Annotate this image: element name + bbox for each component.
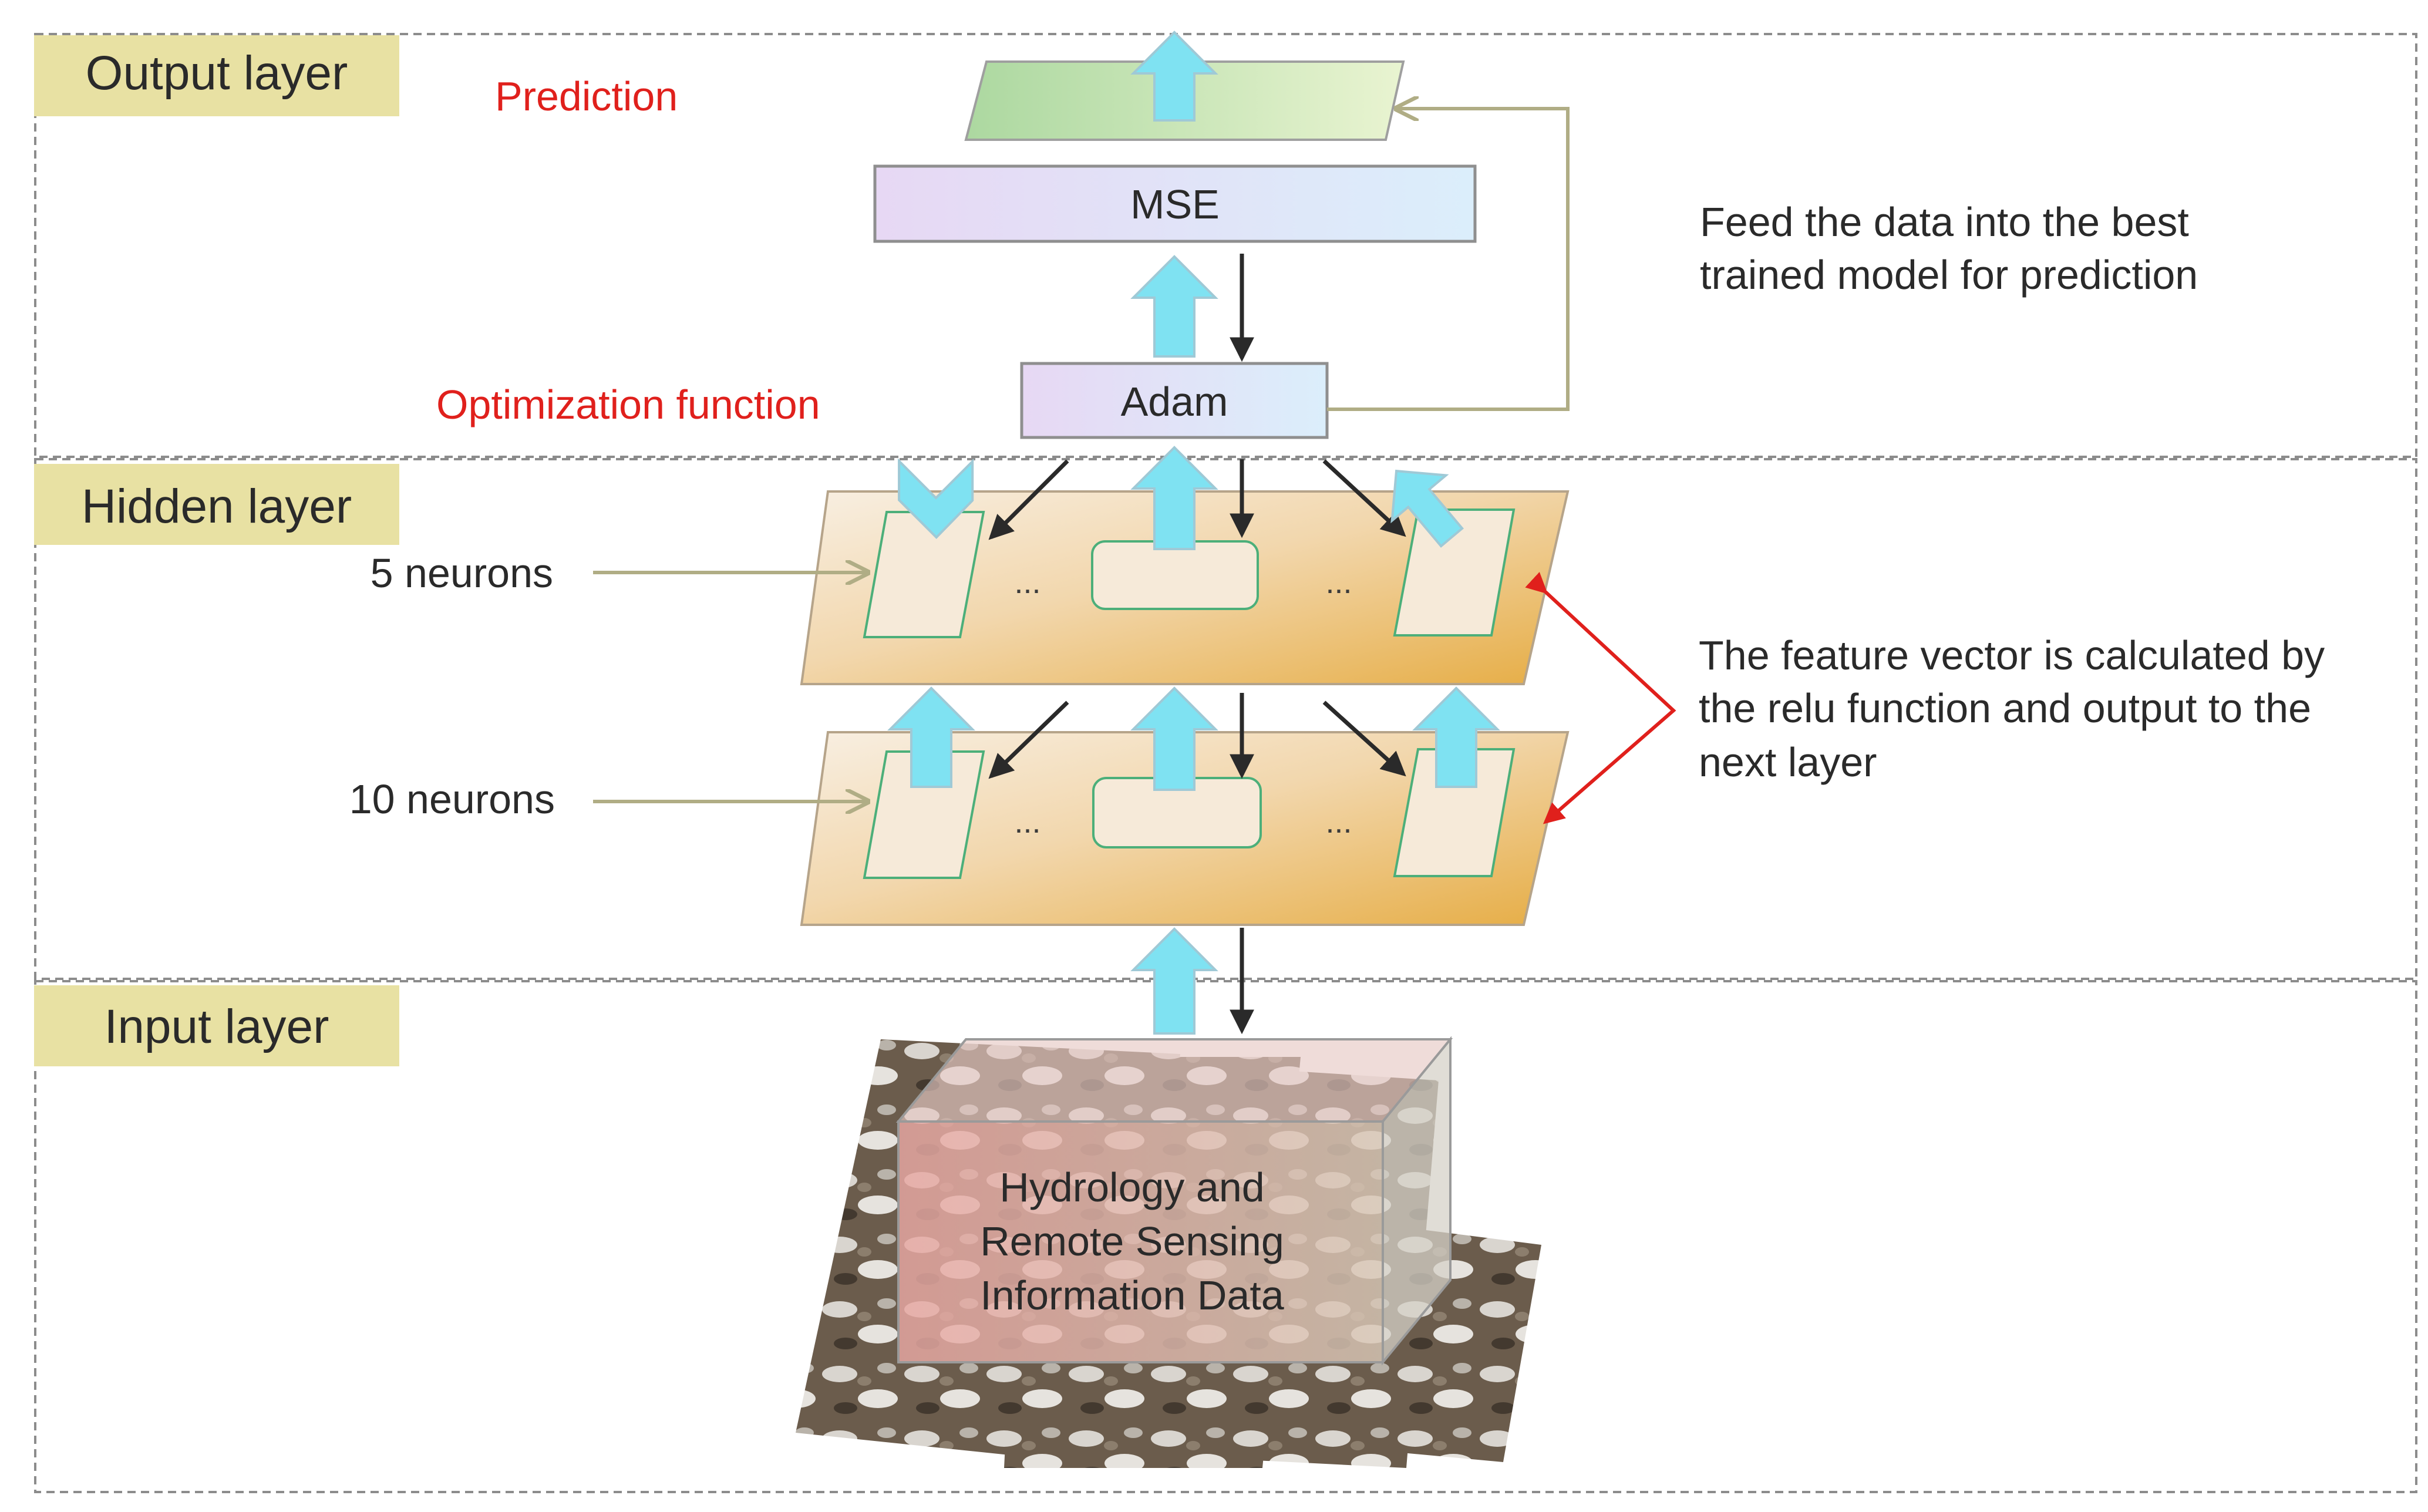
flow-arrow-center-lower (1130, 686, 1218, 791)
feature-note-line-3: next layer (1699, 739, 1877, 785)
svg-text:Hidden layer: Hidden layer (82, 480, 352, 533)
hidden-plane-lower: ... ... (800, 731, 1570, 926)
svg-text:Output layer: Output layer (86, 46, 348, 100)
neuron-lower-right (1393, 748, 1516, 877)
flow-arrow-right-lower (1412, 686, 1500, 788)
flow-arrow-right-upper (1390, 469, 1464, 548)
flow-arrow-output (1130, 31, 1218, 122)
feed-note-line-1: Feed the data into the best (1700, 199, 2189, 245)
adam-node: Adam (1020, 362, 1329, 439)
forward-flow-arrows (887, 31, 1500, 1035)
data-label-line-2: Remote Sensing (980, 1218, 1284, 1264)
upper-neuron-count: 5 neurons (371, 550, 553, 596)
output-layer-frame (34, 33, 2417, 458)
flow-arrow-left-lower (887, 686, 975, 788)
neuron-upper-center (1091, 540, 1259, 610)
output-layer-label: Output layer (34, 35, 399, 116)
flow-arrow-input (1130, 927, 1218, 1035)
backprop-arrows (988, 254, 1406, 1035)
ellipsis-lower-left: ... (1014, 804, 1040, 840)
lower-neuron-count: 10 neurons (349, 776, 555, 822)
svg-text:Input layer: Input layer (105, 1000, 329, 1053)
feature-note-line-2: the relu function and output to the (1699, 685, 2311, 731)
input-layer-frame (34, 980, 2417, 1493)
flow-arrow-center-upper (1130, 446, 1218, 550)
feature-note-line-1: The feature vector is calculated by (1699, 632, 2325, 678)
prediction-label: Prediction (495, 73, 678, 119)
neuron-upper-right (1393, 509, 1516, 637)
feed-note-line-2: trained model for prediction (1700, 252, 2198, 298)
optimization-function-label: Optimization function (436, 382, 820, 427)
svg-text:MSE: MSE (1130, 181, 1220, 227)
hidden-layer-frame (34, 458, 2417, 980)
flow-arrow-adam-mse (1130, 255, 1218, 358)
mse-node: MSE (873, 164, 1477, 243)
data-label-line-1: Hydrology and (999, 1164, 1264, 1210)
input-layer-label: Input layer (34, 985, 399, 1066)
ellipsis-upper-left: ... (1014, 565, 1040, 600)
hidden-layer-label: Hidden layer (34, 464, 399, 545)
data-label-line-3: Information Data (980, 1272, 1284, 1318)
flow-arrow-left-upper (898, 458, 974, 540)
relu-bidirectional-arrow (1525, 571, 1676, 824)
svg-text:Adam: Adam (1121, 379, 1228, 425)
hydrology-data-cube: Hydrology and Remote Sensing Information… (895, 1036, 1453, 1366)
ellipsis-lower-right: ... (1325, 804, 1352, 840)
feedback-connector (1327, 109, 1570, 411)
ellipsis-upper-right: ... (1325, 565, 1352, 600)
